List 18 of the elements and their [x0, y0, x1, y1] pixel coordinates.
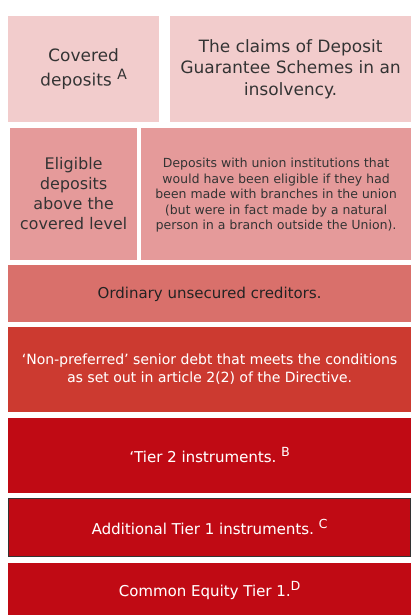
tier-box — [8, 327, 411, 412]
tier-box — [10, 128, 137, 260]
tier-text: Covered deposits $^{A}$ — [39, 46, 128, 92]
tier-text: ‘Non-preferred’ senior debt that meets the conditions as set out in article 2(2) of the Directive. — [20, 352, 398, 387]
tier-box — [8, 265, 411, 322]
tier-text: Eligible deposits above the covered level — [18, 154, 128, 234]
tier-box — [8, 16, 159, 122]
tier-box — [170, 16, 411, 122]
tier-text: Additional Tier 1 instruments. $^{C}$ — [92, 516, 328, 539]
tier-text: ‘Tier 2 instruments. $^{B}$ — [129, 444, 290, 467]
tier-box — [141, 128, 411, 260]
tier-text: Deposits with union institutions that would have been eligible if they had been made with branches in the union (but were in fact made by a natural person in a branch outside the Union). — [154, 154, 398, 234]
tier-text: Ordinary unsecured creditors. — [98, 284, 322, 303]
tier-box — [8, 498, 411, 557]
tier-box — [8, 563, 411, 615]
tier-box — [8, 418, 411, 493]
tier-text: Common Equity Tier 1.$^{D}$ — [118, 578, 300, 600]
tier-text: The claims of Deposit Guarantee Schemes in an insolvency. — [180, 37, 401, 101]
